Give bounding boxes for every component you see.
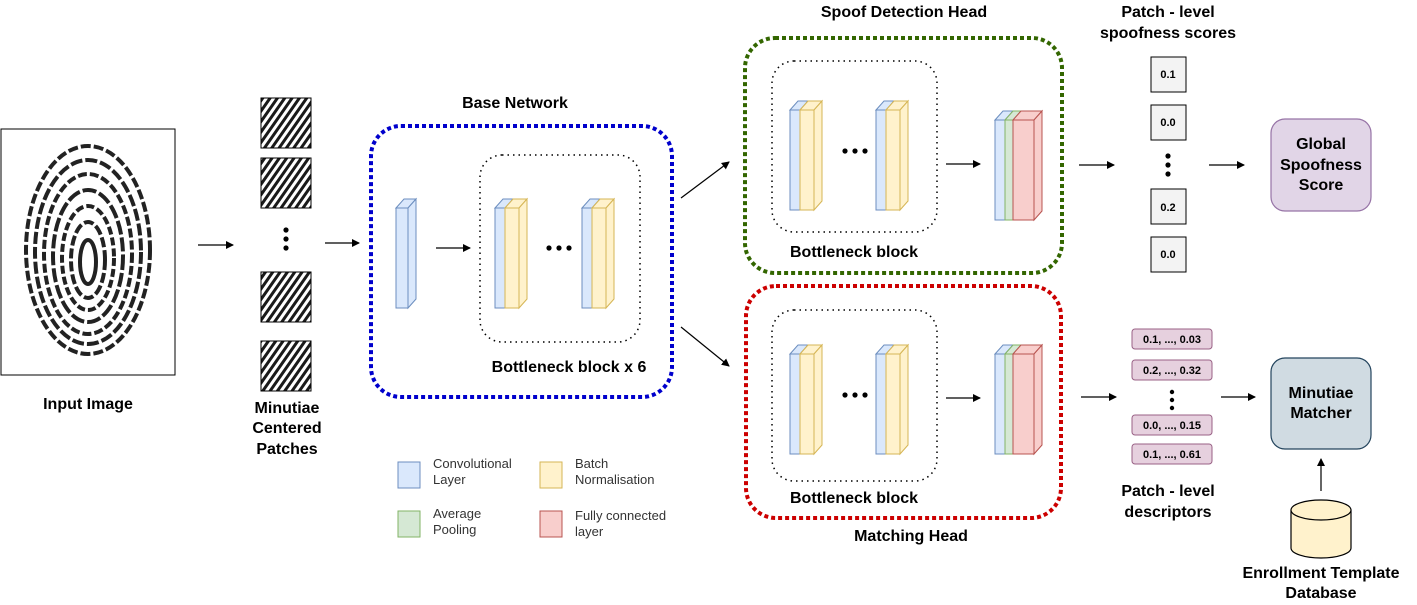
- score-item: 0.2: [1150, 188, 1187, 225]
- scores-title-line1: Patch - level: [1121, 4, 1214, 21]
- score-item: 0.0: [1150, 104, 1187, 141]
- descriptor-item: 0.1, ..., 0.61: [1131, 443, 1213, 465]
- base-network-container: [369, 124, 674, 399]
- input-image: [0, 128, 176, 376]
- descriptors-title-line1: Patch - level: [1121, 483, 1214, 500]
- spoof-head-container: [743, 36, 1064, 275]
- descriptors-title-line2: descriptors: [1124, 504, 1211, 521]
- descriptor-value: 0.0, ..., 0.15: [1143, 420, 1201, 432]
- descriptor-item: 0.0, ..., 0.15: [1131, 414, 1213, 436]
- arrow-base-to-spoof-head: [680, 161, 730, 199]
- legend-fc-line2: layer: [575, 524, 604, 539]
- patch-thumbnail: [260, 340, 312, 392]
- descriptor-item: 0.2, ..., 0.32: [1131, 359, 1213, 381]
- base-bottleneck-label: Bottleneck block x 6: [492, 359, 647, 376]
- patches-label-line2: Centered: [252, 420, 321, 437]
- matcher-line2: Matcher: [1290, 405, 1351, 422]
- ellipsis-dot: [283, 227, 289, 233]
- score-value: 0.1: [1160, 69, 1175, 81]
- score-value: 0.0: [1160, 249, 1175, 261]
- spoof-bottleneck-first: [788, 99, 824, 212]
- descriptor-value: 0.1, ..., 0.03: [1143, 334, 1201, 346]
- minutiae-patches: [260, 97, 312, 392]
- legend-bn-line2: Normalisation: [575, 472, 654, 487]
- database-line1: Enrollment Template: [1242, 565, 1399, 582]
- base-bottleneck-group: [479, 154, 641, 343]
- ellipsis-dot: [1169, 389, 1175, 395]
- matching-bottleneck-group: [771, 309, 938, 482]
- database-line2: Database: [1285, 585, 1356, 602]
- matching-bottleneck-first: [788, 343, 824, 456]
- ellipsis-dot: [862, 392, 868, 398]
- matcher-line1: Minutiae: [1289, 385, 1354, 402]
- matching-bottleneck-label: Bottleneck block: [790, 490, 918, 507]
- ellipsis-dot: [1169, 397, 1175, 403]
- legend-swatch-fc: [539, 510, 563, 538]
- score-item: 0.1: [1150, 56, 1187, 93]
- base-conv-layer: [394, 197, 418, 310]
- legend-bn-line1: Batch: [575, 456, 608, 471]
- minutiae-matcher-box: [1270, 357, 1372, 450]
- ellipsis-dot: [842, 392, 848, 398]
- ellipsis-dot: [842, 148, 848, 154]
- patch-thumbnail: [260, 97, 312, 149]
- patch-thumbnail: [260, 157, 312, 209]
- matching-head-title: Matching Head: [854, 528, 968, 545]
- score-value: 0.2: [1160, 202, 1175, 214]
- ellipsis-dot: [566, 245, 572, 251]
- base-bottleneck-first: [493, 197, 529, 310]
- legend: Convolutional Layer Batch Normalisation …: [397, 456, 666, 539]
- patch-thumbnail: [260, 271, 312, 323]
- legend-pool-line1: Average: [433, 506, 481, 521]
- legend-swatch-bn: [539, 461, 563, 489]
- ellipsis-dot: [1169, 405, 1175, 411]
- global-line3: Score: [1299, 177, 1344, 194]
- legend-swatch-pool: [397, 510, 421, 538]
- ellipsis-dot: [1165, 153, 1171, 159]
- ellipsis-dot: [546, 245, 552, 251]
- ellipsis-dot: [283, 245, 289, 251]
- spoof-bottleneck-group: [771, 60, 938, 233]
- spoof-pool-fc-stack: [993, 109, 1044, 222]
- global-spoofness-box: [1270, 118, 1372, 212]
- ellipsis-dot: [1165, 171, 1171, 177]
- matching-pool-fc-stack: [993, 343, 1044, 456]
- score-value: 0.0: [1160, 117, 1175, 129]
- legend-conv-line1: Convolutional: [433, 456, 512, 471]
- legend-fc-line1: Fully connected: [575, 508, 666, 523]
- legend-pool-line2: Pooling: [433, 522, 476, 537]
- ellipsis-dot: [862, 148, 868, 154]
- descriptor-item: 0.1, ..., 0.03: [1131, 328, 1213, 350]
- spoof-head-title: Spoof Detection Head: [821, 4, 987, 21]
- legend-swatch-conv: [397, 461, 421, 489]
- ellipsis-dot: [283, 236, 289, 242]
- ellipsis-dot: [852, 148, 858, 154]
- arrow-base-to-matching-head: [680, 326, 730, 367]
- score-item: 0.0: [1150, 236, 1187, 273]
- spoof-bottleneck-label: Bottleneck block: [790, 244, 918, 261]
- patches-label-line1: Minutiae: [255, 400, 320, 417]
- descriptor-value: 0.1, ..., 0.61: [1143, 449, 1201, 461]
- descriptor-value: 0.2, ..., 0.32: [1143, 365, 1201, 377]
- database-icon: [1290, 499, 1352, 559]
- matching-bottleneck-last: [874, 343, 910, 456]
- patches-label-line3: Patches: [256, 441, 317, 458]
- input-image-label: Input Image: [43, 396, 133, 413]
- ellipsis-dot: [556, 245, 562, 251]
- global-line2: Spoofness: [1280, 157, 1362, 174]
- fingerprint-icon: [24, 144, 152, 356]
- ellipsis-dot: [852, 392, 858, 398]
- ellipsis-dot: [1165, 162, 1171, 168]
- base-bottleneck-last: [580, 197, 616, 310]
- global-line1: Global: [1296, 136, 1346, 153]
- spoof-bottleneck-last: [874, 99, 910, 212]
- base-network-title: Base Network: [462, 95, 568, 112]
- matching-head-container: [744, 284, 1063, 520]
- scores-title-line2: spoofness scores: [1100, 25, 1236, 42]
- legend-conv-line2: Layer: [433, 472, 466, 487]
